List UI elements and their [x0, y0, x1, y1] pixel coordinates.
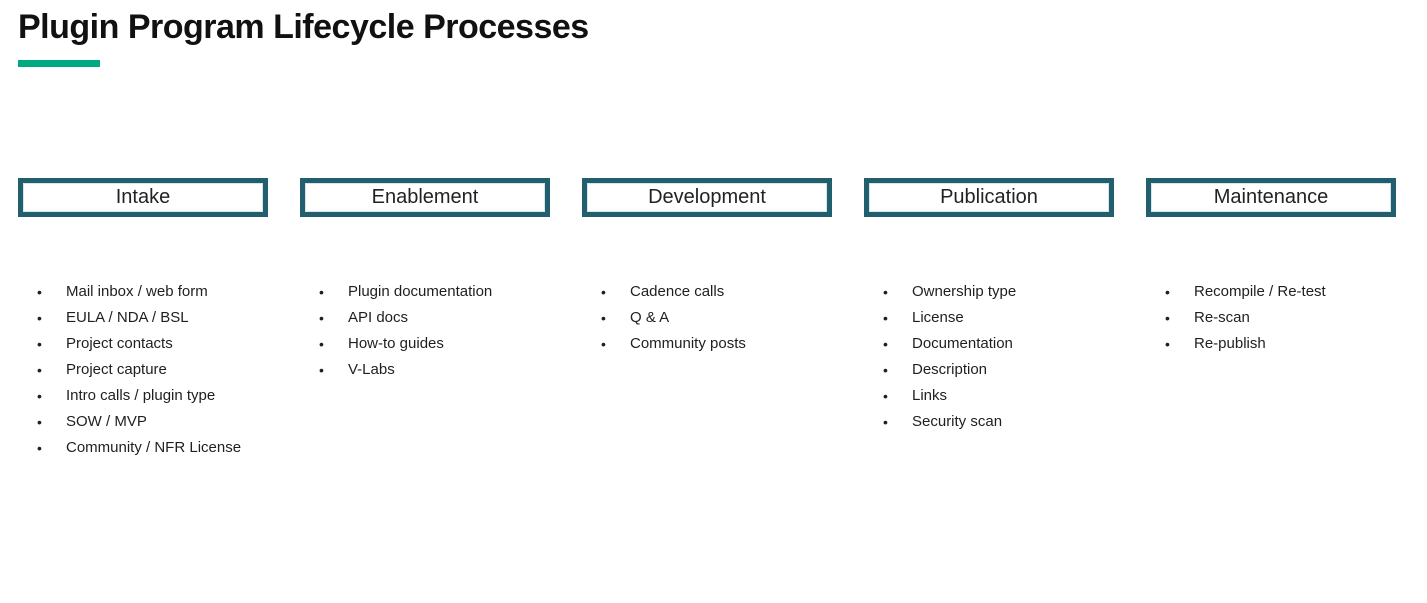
stage-item-list: Mail inbox / web formEULA / NDA / BSLPro… [18, 279, 268, 461]
list-item: Documentation [864, 331, 1114, 357]
lifecycle-column-publication: Publication Ownership typeLicenseDocumen… [864, 178, 1114, 461]
stage-header-label: Enablement [371, 186, 479, 208]
stage-item-list: Ownership typeLicenseDocumentationDescri… [864, 279, 1114, 435]
list-item: Recompile / Re-test [1146, 279, 1396, 305]
lifecycle-column-enablement: Enablement Plugin documentationAPI docsH… [300, 178, 550, 461]
stage-header-label: Publication [940, 186, 1038, 208]
list-item: EULA / NDA / BSL [18, 305, 268, 331]
list-item: How-to guides [300, 331, 550, 357]
title-accent-bar [18, 60, 100, 67]
list-item: Ownership type [864, 279, 1114, 305]
list-item: Links [864, 383, 1114, 409]
stage-item-list: Plugin documentationAPI docsHow-to guide… [300, 279, 550, 383]
list-item: V-Labs [300, 357, 550, 383]
lifecycle-column-intake: Intake Mail inbox / web formEULA / NDA /… [18, 178, 268, 461]
list-item: Security scan [864, 409, 1114, 435]
stage-item-list: Recompile / Re-testRe-scanRe-publish [1146, 279, 1396, 357]
list-item: Community posts [582, 331, 832, 357]
list-item: Project capture [18, 357, 268, 383]
lifecycle-columns: Intake Mail inbox / web formEULA / NDA /… [18, 178, 1396, 461]
list-item: Intro calls / plugin type [18, 383, 268, 409]
stage-header-label: Intake [115, 186, 171, 208]
page-title: Plugin Program Lifecycle Processes [18, 8, 589, 46]
list-item: Community / NFR License [18, 435, 268, 461]
list-item: Re-publish [1146, 331, 1396, 357]
list-item: License [864, 305, 1114, 331]
stage-item-list: Cadence callsQ & ACommunity posts [582, 279, 832, 357]
list-item: Project contacts [18, 331, 268, 357]
lifecycle-column-maintenance: Maintenance Recompile / Re-testRe-scanRe… [1146, 178, 1396, 461]
stage-header-box: Development [582, 178, 832, 217]
list-item: API docs [300, 305, 550, 331]
stage-header-box: Enablement [300, 178, 550, 217]
list-item: SOW / MVP [18, 409, 268, 435]
list-item: Cadence calls [582, 279, 832, 305]
list-item: Q & A [582, 305, 832, 331]
lifecycle-column-development: Development Cadence callsQ & ACommunity … [582, 178, 832, 461]
stage-header-box: Publication [864, 178, 1114, 217]
list-item: Mail inbox / web form [18, 279, 268, 305]
stage-header-label: Maintenance [1213, 186, 1329, 208]
stage-header-label: Development [648, 186, 766, 208]
stage-header-box: Intake [18, 178, 268, 217]
list-item: Re-scan [1146, 305, 1396, 331]
stage-header-box: Maintenance [1146, 178, 1396, 217]
list-item: Description [864, 357, 1114, 383]
list-item: Plugin documentation [300, 279, 550, 305]
